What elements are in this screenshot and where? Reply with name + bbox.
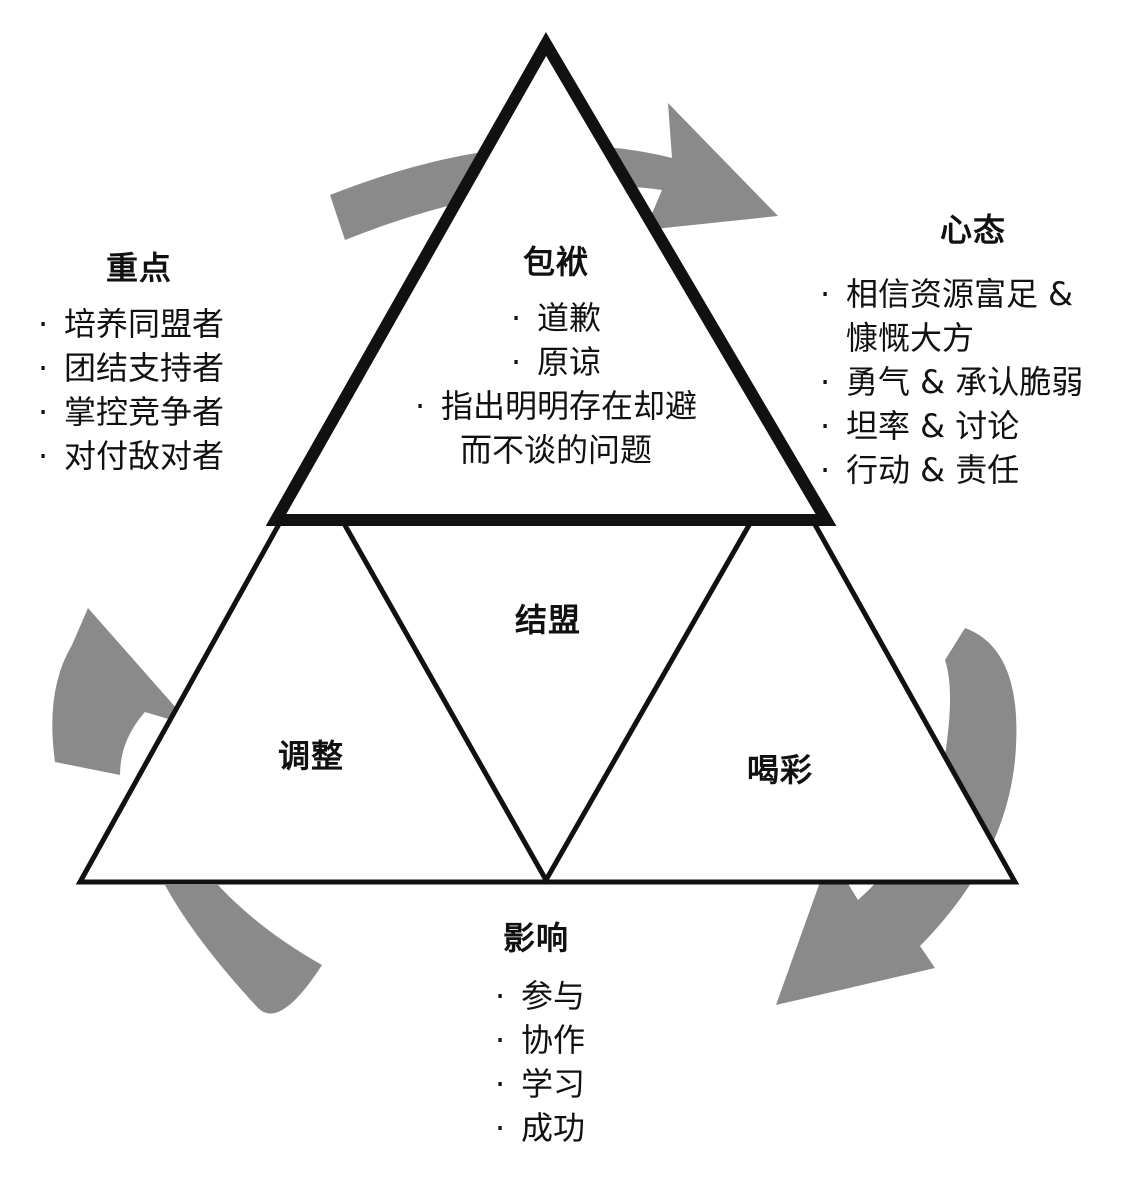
cycle-arrow-bottom-left <box>165 885 322 1014</box>
mindset-list: ·相信资源富足 & 慷慨大方 ·勇气 & 承认脆弱 ·坦率 & 讨论 ·行动 &… <box>820 272 1083 492</box>
baggage-title: 包袱 <box>522 243 589 281</box>
top-triangle <box>265 32 837 526</box>
bullet: · <box>820 363 831 401</box>
bullet: · <box>495 1065 506 1103</box>
list-item: ·原谅 <box>376 340 736 384</box>
focus-list: ·培养同盟者 ·团结支持者 ·掌控竞争者 ·对付敌对者 <box>38 302 224 478</box>
list-item: ·参与 <box>495 974 585 1018</box>
list-item: ·协作 <box>495 1018 585 1062</box>
list-item: ·对付敌对者 <box>38 434 224 478</box>
bullet: · <box>38 349 49 387</box>
cycle-arrow-left <box>52 608 192 775</box>
focus-panel: 重点 ·培养同盟者 ·团结支持者 ·掌控竞争者 ·对付敌对者 <box>38 248 224 478</box>
bullet: · <box>820 407 831 445</box>
bullet: · <box>820 451 831 489</box>
influence-list: ·参与 ·协作 ·学习 ·成功 <box>495 974 585 1150</box>
bullet: · <box>510 343 522 381</box>
mindset-panel: 心态 ·相信资源富足 & 慷慨大方 ·勇气 & 承认脆弱 ·坦率 & 讨论 ·行… <box>820 210 1083 492</box>
list-item: ·勇气 & 承认脆弱 <box>820 360 1083 404</box>
bullet: · <box>38 437 49 475</box>
alliance-label: 结盟 <box>515 601 582 639</box>
baggage-list: ·道歉 ·原谅 ·指出明明存在却避 而不谈的问题 <box>376 296 736 472</box>
list-item: ·坦率 & 讨论 <box>820 404 1083 448</box>
bullet: · <box>414 387 426 425</box>
mindset-title: 心态 <box>940 211 1007 249</box>
list-item-continuation: 慷慨大方 <box>846 319 975 357</box>
bullet: · <box>820 275 831 313</box>
focus-title: 重点 <box>106 249 173 287</box>
cycle-arrow-right <box>776 628 1017 1005</box>
list-item: ·指出明明存在却避 <box>376 384 736 428</box>
bullet: · <box>38 305 49 343</box>
adjust-label: 调整 <box>278 737 345 775</box>
list-item-continuation: 而不谈的问题 <box>459 431 652 469</box>
list-item: ·行动 & 责任 <box>820 448 1083 492</box>
influence-panel: 影响 ·参与 ·协作 ·学习 ·成功 <box>495 918 585 1150</box>
list-item: ·培养同盟者 <box>38 302 224 346</box>
list-item: ·相信资源富足 & <box>820 272 1083 316</box>
list-item: ·掌控竞争者 <box>38 390 224 434</box>
influence-title: 影响 <box>503 919 570 957</box>
bullet: · <box>495 1021 506 1059</box>
list-item: ·道歉 <box>376 296 736 340</box>
top-triangle-content: 包袱 ·道歉 ·原谅 ·指出明明存在却避 而不谈的问题 <box>376 242 736 472</box>
bullet: · <box>495 1109 506 1147</box>
bullet: · <box>495 977 506 1015</box>
list-item: ·学习 <box>495 1062 585 1106</box>
inner-center-triangle <box>339 518 755 886</box>
bullet: · <box>510 299 522 337</box>
list-item: ·成功 <box>495 1106 585 1150</box>
bullet: · <box>38 393 49 431</box>
cheer-label: 喝彩 <box>747 751 814 789</box>
list-item: ·团结支持者 <box>38 346 224 390</box>
